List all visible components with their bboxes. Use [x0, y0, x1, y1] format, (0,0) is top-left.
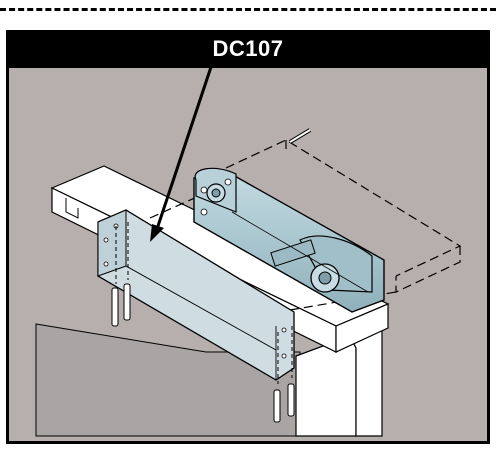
pointer-arrow — [150, 57, 216, 242]
frame-post — [295, 335, 357, 437]
mounting-plate — [97, 209, 295, 381]
title-bar: DC107 — [6, 30, 490, 68]
dashed-cut-line — [0, 8, 496, 11]
mounting-screw — [111, 283, 295, 423]
top-screw — [288, 128, 312, 144]
model-title: DC107 — [212, 36, 284, 61]
closer-body — [193, 167, 385, 313]
